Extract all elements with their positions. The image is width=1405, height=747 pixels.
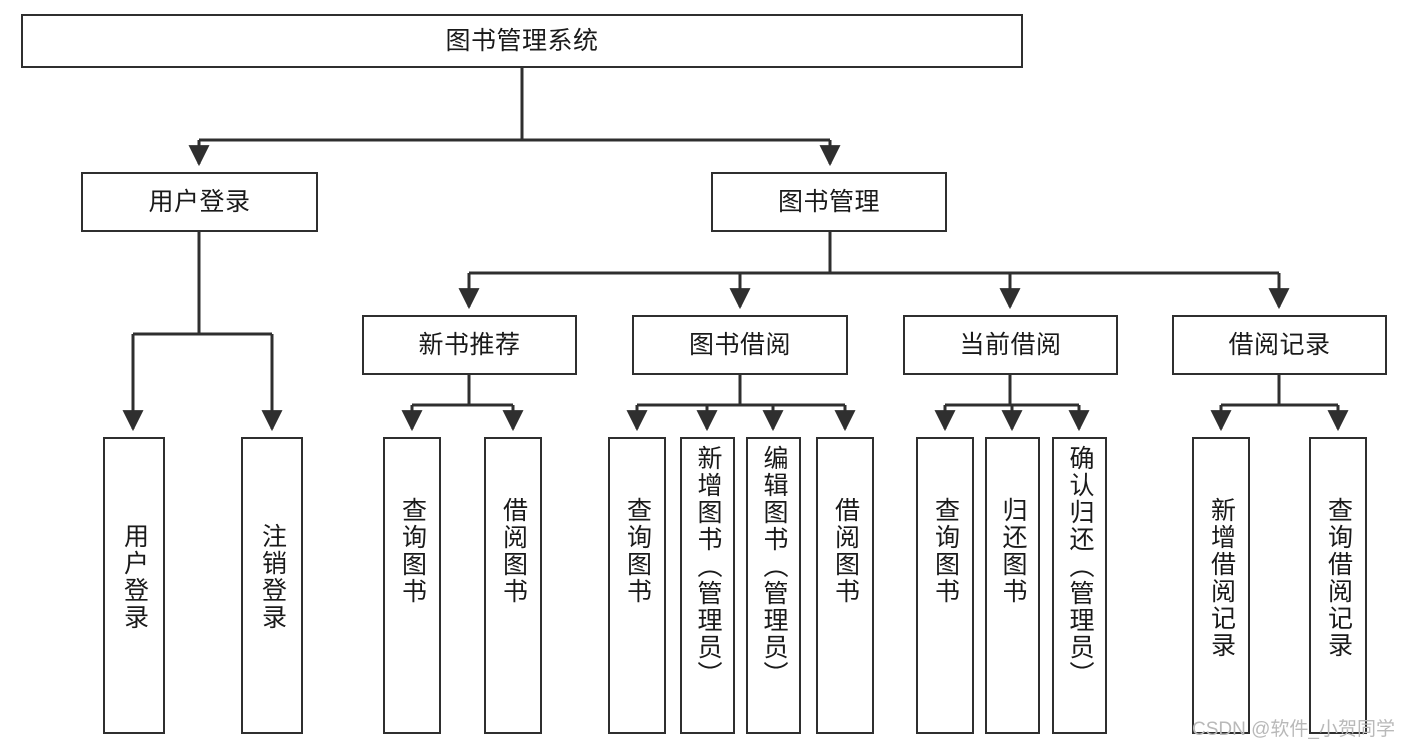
node-book-management-label: 图书管理 [777,187,880,216]
leaf-query-borrow-record[interactable]: 查询借阅记录 [1309,437,1367,734]
leaf-confirm-return-admin[interactable]: 确认归还（管理员） [1052,437,1107,734]
watermark: CSDN @软件_小贺同学 [1192,719,1395,740]
node-book-borrow[interactable]: 图书借阅 [632,315,848,375]
leaf-return-book-label: 归还图书 [999,497,1027,605]
leaf-query-book-current-label: 查询图书 [931,497,960,605]
leaf-query-borrow-record-label: 查询借阅记录 [1324,497,1353,659]
node-borrow-record[interactable]: 借阅记录 [1172,315,1387,375]
node-root-label: 图书管理系统 [445,26,599,55]
node-book-management[interactable]: 图书管理 [711,172,947,232]
leaf-query-book-current[interactable]: 查询图书 [916,437,974,734]
leaf-query-book-borrow-label: 查询图书 [623,497,652,605]
leaf-borrow-book-new[interactable]: 借阅图书 [484,437,542,734]
leaf-add-borrow-record[interactable]: 新增借阅记录 [1192,437,1250,734]
leaf-logout-label: 注销登录 [258,523,287,631]
leaf-return-book[interactable]: 归还图书 [985,437,1040,734]
leaf-borrow-book[interactable]: 借阅图书 [816,437,874,734]
node-user-login[interactable]: 用户登录 [81,172,318,232]
node-book-borrow-label: 图书借阅 [688,330,791,359]
leaf-borrow-book-label: 借阅图书 [831,497,860,605]
node-current-borrow-label: 当前借阅 [959,330,1062,359]
leaf-add-borrow-record-label: 新增借阅记录 [1207,497,1236,659]
node-user-login-label: 用户登录 [148,187,251,216]
node-root[interactable]: 图书管理系统 [21,14,1023,68]
leaf-user-login[interactable]: 用户登录 [103,437,165,734]
leaf-query-book-borrow[interactable]: 查询图书 [608,437,666,734]
node-new-book-recommend[interactable]: 新书推荐 [362,315,577,375]
leaf-confirm-return-admin-label: 确认归还（管理员） [1066,445,1094,688]
leaf-edit-book-admin-label: 编辑图书（管理员） [760,445,788,688]
leaf-borrow-book-new-label: 借阅图书 [499,497,528,605]
leaf-query-book-new-label: 查询图书 [398,497,427,605]
leaf-logout[interactable]: 注销登录 [241,437,303,734]
node-current-borrow[interactable]: 当前借阅 [903,315,1118,375]
leaf-add-book-admin[interactable]: 新增图书（管理员） [680,437,735,734]
leaf-edit-book-admin[interactable]: 编辑图书（管理员） [746,437,801,734]
leaf-add-book-admin-label: 新增图书（管理员） [694,445,722,688]
leaf-user-login-label: 用户登录 [120,523,149,631]
node-borrow-record-label: 借阅记录 [1228,330,1331,359]
node-new-book-recommend-label: 新书推荐 [418,330,521,359]
leaf-query-book-new[interactable]: 查询图书 [383,437,441,734]
